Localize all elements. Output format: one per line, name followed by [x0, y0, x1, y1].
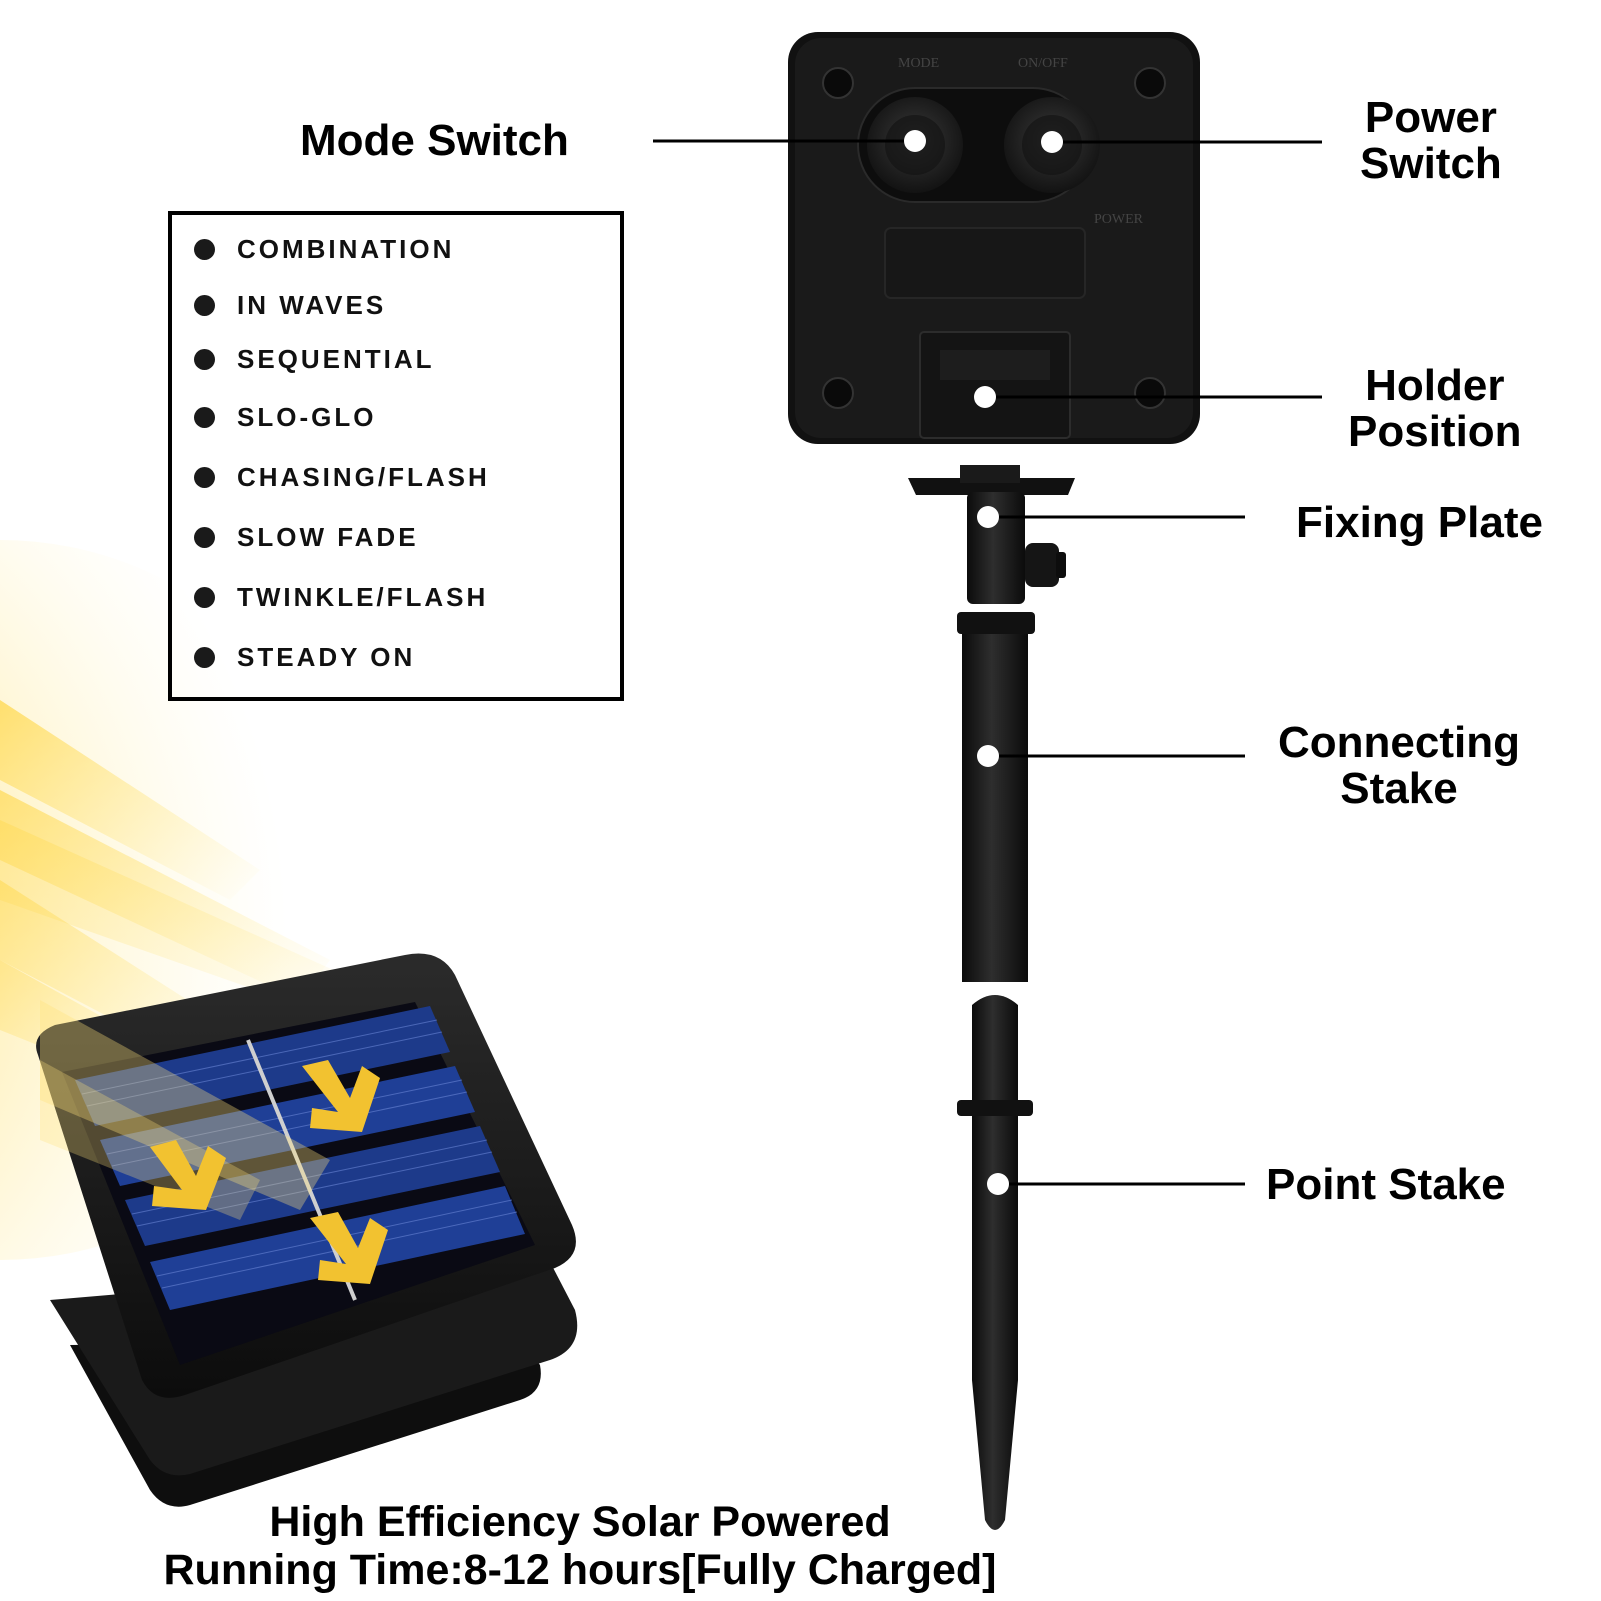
controller-box: MODE ON/OFF POWER [788, 32, 1200, 444]
bullet-icon [194, 294, 215, 316]
footer-line-2: Running Time:8-12 hours[Fully Charged] [163, 1546, 997, 1594]
bullet-icon [194, 238, 215, 260]
on-off-marking: ON/OFF [1018, 56, 1068, 71]
fixing-plate-label: Fixing Plate [1296, 498, 1543, 547]
mode-label: COMBINATION [237, 233, 455, 264]
holder-position-label: Holder Position [1348, 363, 1522, 455]
power-switch-label-line2: Switch [1360, 139, 1502, 188]
mode-item: COMBINATION [194, 233, 454, 265]
connecting-stake [957, 612, 1035, 982]
bullet-icon [194, 586, 215, 608]
point-stake [957, 995, 1033, 1530]
mode-label: CHASING/FLASH [237, 461, 490, 492]
mode-item: CHASING/FLASH [194, 461, 490, 493]
power-switch-label: Power Switch [1360, 95, 1502, 187]
bullet-icon [194, 466, 215, 488]
mode-label: TWINKLE/FLASH [237, 581, 489, 612]
mode-label: SLO-GLO [237, 401, 377, 432]
mode-item: STEADY ON [194, 641, 415, 673]
holder-position-label-line2: Position [1348, 407, 1522, 456]
mode-switch-label: Mode Switch [300, 116, 569, 165]
mode-item: SLOW FADE [194, 521, 419, 553]
bullet-icon [194, 526, 215, 548]
point-stake-label: Point Stake [1266, 1160, 1506, 1209]
solar-panel [36, 953, 578, 1507]
mode-label: SLOW FADE [237, 521, 419, 552]
bullet-icon [194, 348, 215, 370]
connecting-stake-label-line2: Stake [1340, 764, 1458, 813]
mode-marking: MODE [898, 56, 939, 71]
connecting-stake-label-line1: Connecting [1278, 718, 1520, 767]
mode-label: SEQUENTIAL [237, 343, 435, 374]
fixing-plate [908, 465, 1075, 604]
footer-line-1: High Efficiency Solar Powered [269, 1498, 891, 1546]
bullet-icon [194, 406, 215, 428]
mode-label: IN WAVES [237, 289, 387, 320]
power-marking: POWER [1094, 212, 1144, 227]
callout-lines [653, 139, 1322, 1186]
mode-item: SEQUENTIAL [194, 343, 435, 375]
connecting-stake-label: Connecting Stake [1278, 720, 1520, 812]
mode-item: TWINKLE/FLASH [194, 581, 488, 613]
holder-position-label-line1: Holder [1365, 361, 1505, 410]
mode-item: IN WAVES [194, 289, 386, 321]
arrow-down-right-icon [150, 1060, 388, 1284]
mode-item: SLO-GLO [194, 401, 376, 433]
lighting-modes-list: COMBINATION IN WAVES SEQUENTIAL SLO-GLO … [168, 211, 624, 701]
power-switch-label-line1: Power [1364, 93, 1497, 142]
solar-cells [75, 1006, 525, 1310]
bullet-icon [194, 646, 215, 668]
callout-dots [904, 130, 1063, 1195]
mode-label: STEADY ON [237, 641, 416, 672]
